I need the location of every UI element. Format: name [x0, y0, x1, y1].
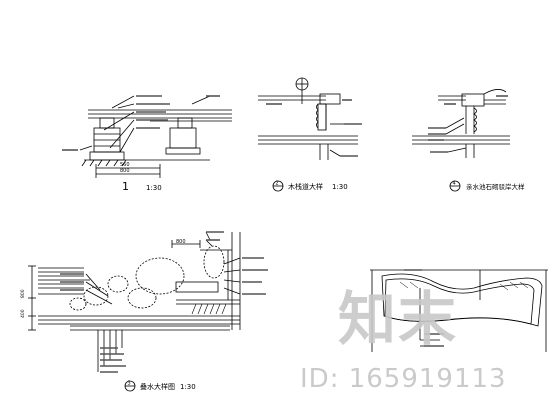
detail-2-number: 2: [276, 181, 279, 187]
detail-1-boardwalk-section: [79, 95, 232, 178]
detail-5-pond-section: [370, 269, 548, 352]
detail-4-title: 亲水池石砌驳岸大样: [466, 182, 525, 191]
detail-4-note-lines: [428, 95, 508, 153]
detail-3-cascade-section: [28, 231, 241, 372]
detail-3-note-lines: [60, 231, 268, 373]
detail-2-deck-edge-section: [258, 77, 358, 160]
detail-3-title: 叠水大样图: [140, 382, 175, 391]
watermark-logo: 知末: [338, 285, 459, 353]
watermark-id: ID: 165919113: [300, 364, 507, 394]
detail-1-dim-800: 800: [120, 168, 130, 174]
detail-4-number: 4: [453, 181, 456, 187]
detail-2-index-circle: 2: [272, 181, 284, 192]
detail-1-number: 1: [122, 180, 129, 193]
detail-1-scale: 1:30: [146, 184, 162, 192]
detail-3-dim-top: 800: [176, 239, 186, 245]
detail-4-stone-bank-section: [412, 89, 510, 158]
detail-4-index-circle: 4: [449, 181, 461, 192]
detail-3-dim-side-2: 800: [20, 289, 26, 298]
detail-2-scale: 1:30: [332, 183, 348, 191]
detail-3-dim-side-1: 400: [20, 309, 26, 318]
detail-1-dim-560: 560: [120, 162, 130, 168]
detail-3-index-circle: 3: [124, 381, 136, 392]
detail-3-scale: 1:30: [180, 383, 196, 391]
detail-5-note-lines: [404, 269, 444, 347]
detail-5-fill-pattern: [399, 281, 529, 291]
detail-1-note-lines: [62, 95, 220, 151]
detail-2-note-lines: [266, 99, 362, 157]
detail-2-title: 木栈道大样: [288, 182, 323, 191]
detail-3-number: 3: [128, 381, 131, 387]
detail-3-hatch: [191, 303, 227, 315]
